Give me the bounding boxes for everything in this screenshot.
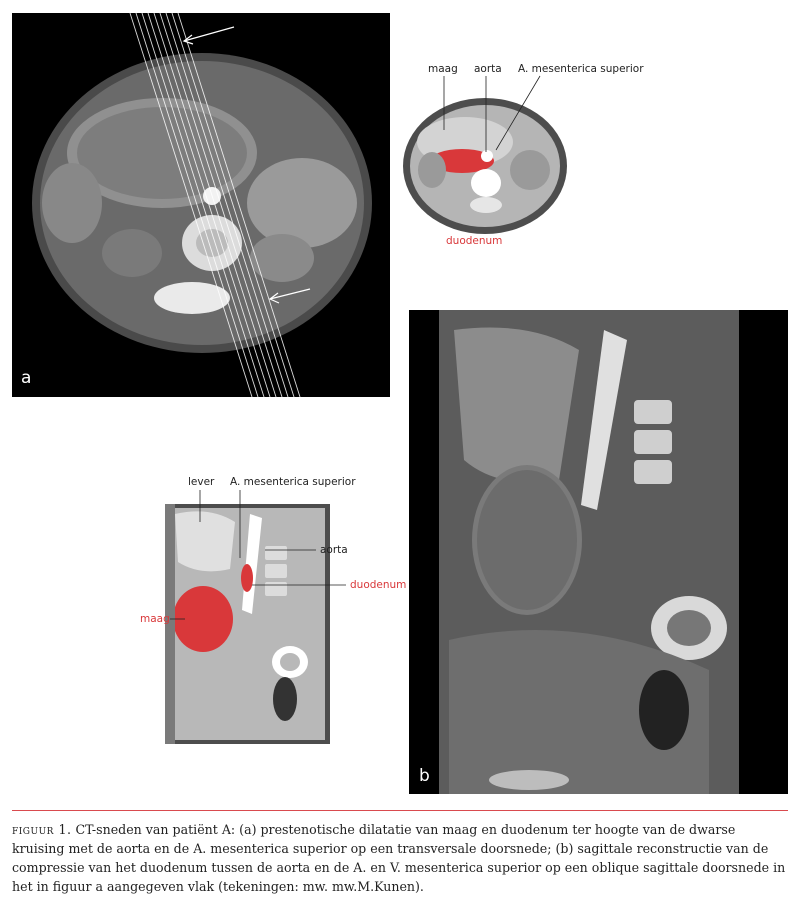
caption-figure-label: figuur 1. (12, 822, 72, 837)
caption-text: CT-sneden van patiënt A: (a) prestenotis… (12, 822, 786, 894)
ct-sagittal-graphic (439, 310, 739, 794)
label-duodenum: duodenum (446, 235, 503, 247)
panel-letter-b: b (419, 766, 430, 786)
label-lever: lever (188, 476, 215, 488)
figure-caption: figuur 1. CT-sneden van patiënt A: (a) p… (12, 820, 788, 896)
ct-axial-graphic (32, 13, 372, 397)
label-duodenum-sagittal: duodenum (350, 579, 407, 591)
label-maag: maag (428, 63, 458, 75)
caption-divider (12, 810, 788, 811)
drawing-axial: maag aorta A. mesenterica superior duode… (400, 60, 644, 250)
drawing-axial-graphic (403, 75, 567, 234)
ct-image-sagittal: b (409, 310, 788, 794)
label-aorta: aorta (474, 63, 502, 75)
label-maag-sagittal: maag (140, 613, 170, 625)
ct-image-axial: a (12, 13, 390, 397)
drawing-sagittal-graphic (165, 490, 346, 744)
label-sma-sagittal: A. mesenterica superior (230, 476, 356, 488)
drawing-sagittal: lever A. mesenterica superior aorta duod… (140, 474, 410, 744)
label-sma: A. mesenterica superior (518, 63, 644, 75)
panel-letter-a: a (21, 368, 32, 388)
label-aorta-sagittal: aorta (320, 544, 348, 556)
